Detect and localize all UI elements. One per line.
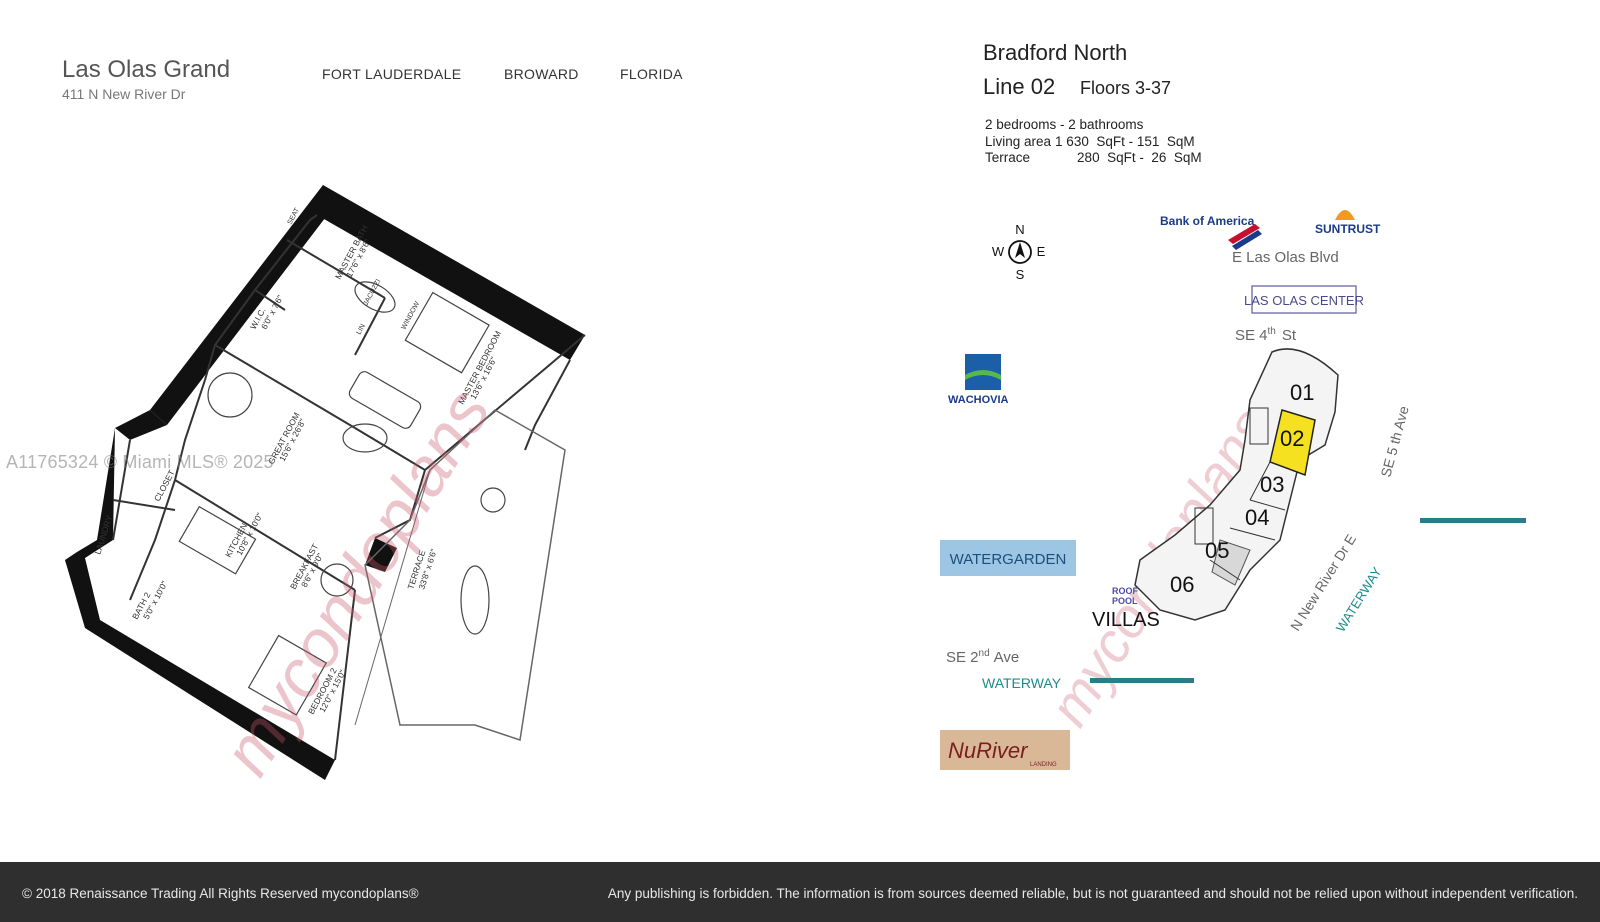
suntrust-logo: SUNTRUST <box>1315 210 1381 236</box>
building-address: 411 N New River Dr <box>62 86 186 102</box>
unit-06-label: 06 <box>1170 572 1194 597</box>
master-bed <box>404 291 490 374</box>
wachovia-text: WACHOVIA <box>948 394 1009 406</box>
wall-left-notch <box>115 410 167 440</box>
unit-floors: Floors 3-37 <box>1080 78 1172 98</box>
footer: © 2018 Renaissance Trading All Rights Re… <box>0 862 1600 922</box>
floor-plan: MASTER BATH 17'6" x 8'6" MASTER BEDROOM … <box>65 185 586 780</box>
water-garden-logo <box>940 540 1076 576</box>
sun-icon <box>1335 210 1355 220</box>
roof-label: ROOF <box>1112 586 1139 596</box>
street-se-2nd: SE 2nd Ave <box>946 648 1019 666</box>
nuriver-text: NuRiver <box>948 738 1029 763</box>
waterway-diag-label: WATERWAY <box>1333 564 1385 634</box>
footer-disclaimer: Any publishing is forbidden. The informa… <box>607 886 1578 901</box>
waterway-line-right <box>1420 518 1526 523</box>
bank-of-america-text: Bank of America <box>1160 214 1255 228</box>
brand-watermark-text: mycondoplans <box>208 376 505 788</box>
se-2nd-suffix: Ave <box>994 649 1020 666</box>
bank-of-america-logo: Bank of America <box>1160 214 1262 250</box>
wall-left <box>65 428 115 620</box>
las-olas-center-logo <box>1251 285 1357 314</box>
street-se-4th: SE 4th St <box>1235 326 1297 344</box>
street-e-las-olas: E Las Olas Blvd <box>1232 249 1339 266</box>
wall-bottom <box>65 560 335 780</box>
compass-n: N <box>1015 222 1024 237</box>
compass-w: W <box>992 244 1005 259</box>
living-area-row: Living area 1 630 SqFt - 151 SqM <box>985 134 1206 151</box>
se-2nd-sup: nd <box>979 648 990 659</box>
waterway-label: WATERWAY <box>982 675 1062 691</box>
nuriver-sub: LANDING <box>1030 762 1057 768</box>
pool-label: POOL <box>1112 596 1138 606</box>
terrace-lounger <box>460 565 490 635</box>
terrace-outline <box>364 409 566 741</box>
jacuzzi-tub <box>354 281 396 313</box>
unit-line: Line 02 <box>983 74 1056 99</box>
las-olas-center-text: LAS OLAS CENTER <box>1244 293 1364 308</box>
unit-03-label: 03 <box>1260 472 1284 497</box>
site-map: N S E W Bank of America SUNTRUST E Las O… <box>940 210 1526 770</box>
suntrust-text: SUNTRUST <box>1315 222 1381 236</box>
unit-05-label: 05 <box>1205 538 1229 563</box>
bedroom2-bed <box>247 634 328 716</box>
wall-column <box>365 538 397 572</box>
terrace-chair <box>480 487 506 513</box>
brand-watermark: mycondoplans <box>208 376 505 788</box>
se-4th-suffix: St <box>1282 327 1297 344</box>
unit-04-label: 04 <box>1245 505 1269 530</box>
kitchen-counter <box>178 505 257 575</box>
dining-table <box>207 372 253 418</box>
building-outline: 01 02 03 04 05 06 <box>1134 348 1339 621</box>
terrace-area-value: 280 SqFt - 26 SqM <box>1077 150 1202 165</box>
wall-top <box>317 185 585 360</box>
state-label: FLORIDA <box>620 66 683 82</box>
terrace-area-row: Terrace 280 SqFt - 26 SqM <box>985 150 1206 167</box>
se-4th-prefix: SE 4 <box>1235 327 1268 344</box>
sofa <box>348 371 422 429</box>
label-lin: LIN <box>356 323 367 336</box>
living-area-label: Living area <box>985 133 1052 149</box>
unit-02-highlight <box>1269 409 1316 477</box>
water-garden-text: WATERGARDEN <box>950 551 1067 568</box>
tower-name: Bradford North <box>983 40 1128 65</box>
city-label: FORT LAUDERDALE <box>322 66 462 82</box>
compass-s: S <box>1016 267 1025 282</box>
wall-top-left <box>150 185 335 425</box>
waterway-line-left <box>1090 678 1194 683</box>
bed-bath: 2 bedrooms - 2 bathrooms <box>985 117 1144 132</box>
terrace-area-label: Terrace <box>985 150 1031 165</box>
area-table: Living area 1 630 SqFt - 151 SqM Terrace… <box>985 134 1206 167</box>
living-area-value: 1 630 SqFt - 151 SqM <box>1055 133 1195 149</box>
villas-label: VILLAS <box>1092 609 1160 631</box>
unit-specs: 2 bedrooms - 2 bathrooms Living area 1 6… <box>985 117 1206 167</box>
mls-watermark: A11765324 © Miami MLS® 2025 <box>6 452 274 472</box>
breakfast-table <box>320 563 354 597</box>
unit-02-label: 02 <box>1280 426 1304 451</box>
se-2nd-prefix: SE 2 <box>946 649 979 666</box>
coffee-table <box>342 423 388 453</box>
se-4th-sup: th <box>1268 326 1276 337</box>
building-name: Las Olas Grand <box>62 56 231 83</box>
wachovia-logo: WACHOVIA <box>948 354 1009 406</box>
nuriver-logo <box>940 730 1070 770</box>
street-se-5th: SE 5 th Ave <box>1377 404 1411 479</box>
footer-copyright: © 2018 Renaissance Trading All Rights Re… <box>22 886 419 901</box>
compass-e: E <box>1037 244 1046 259</box>
county-label: BROWARD <box>504 66 579 82</box>
compass-icon: N S E W <box>992 222 1046 282</box>
unit-01-label: 01 <box>1290 380 1314 405</box>
